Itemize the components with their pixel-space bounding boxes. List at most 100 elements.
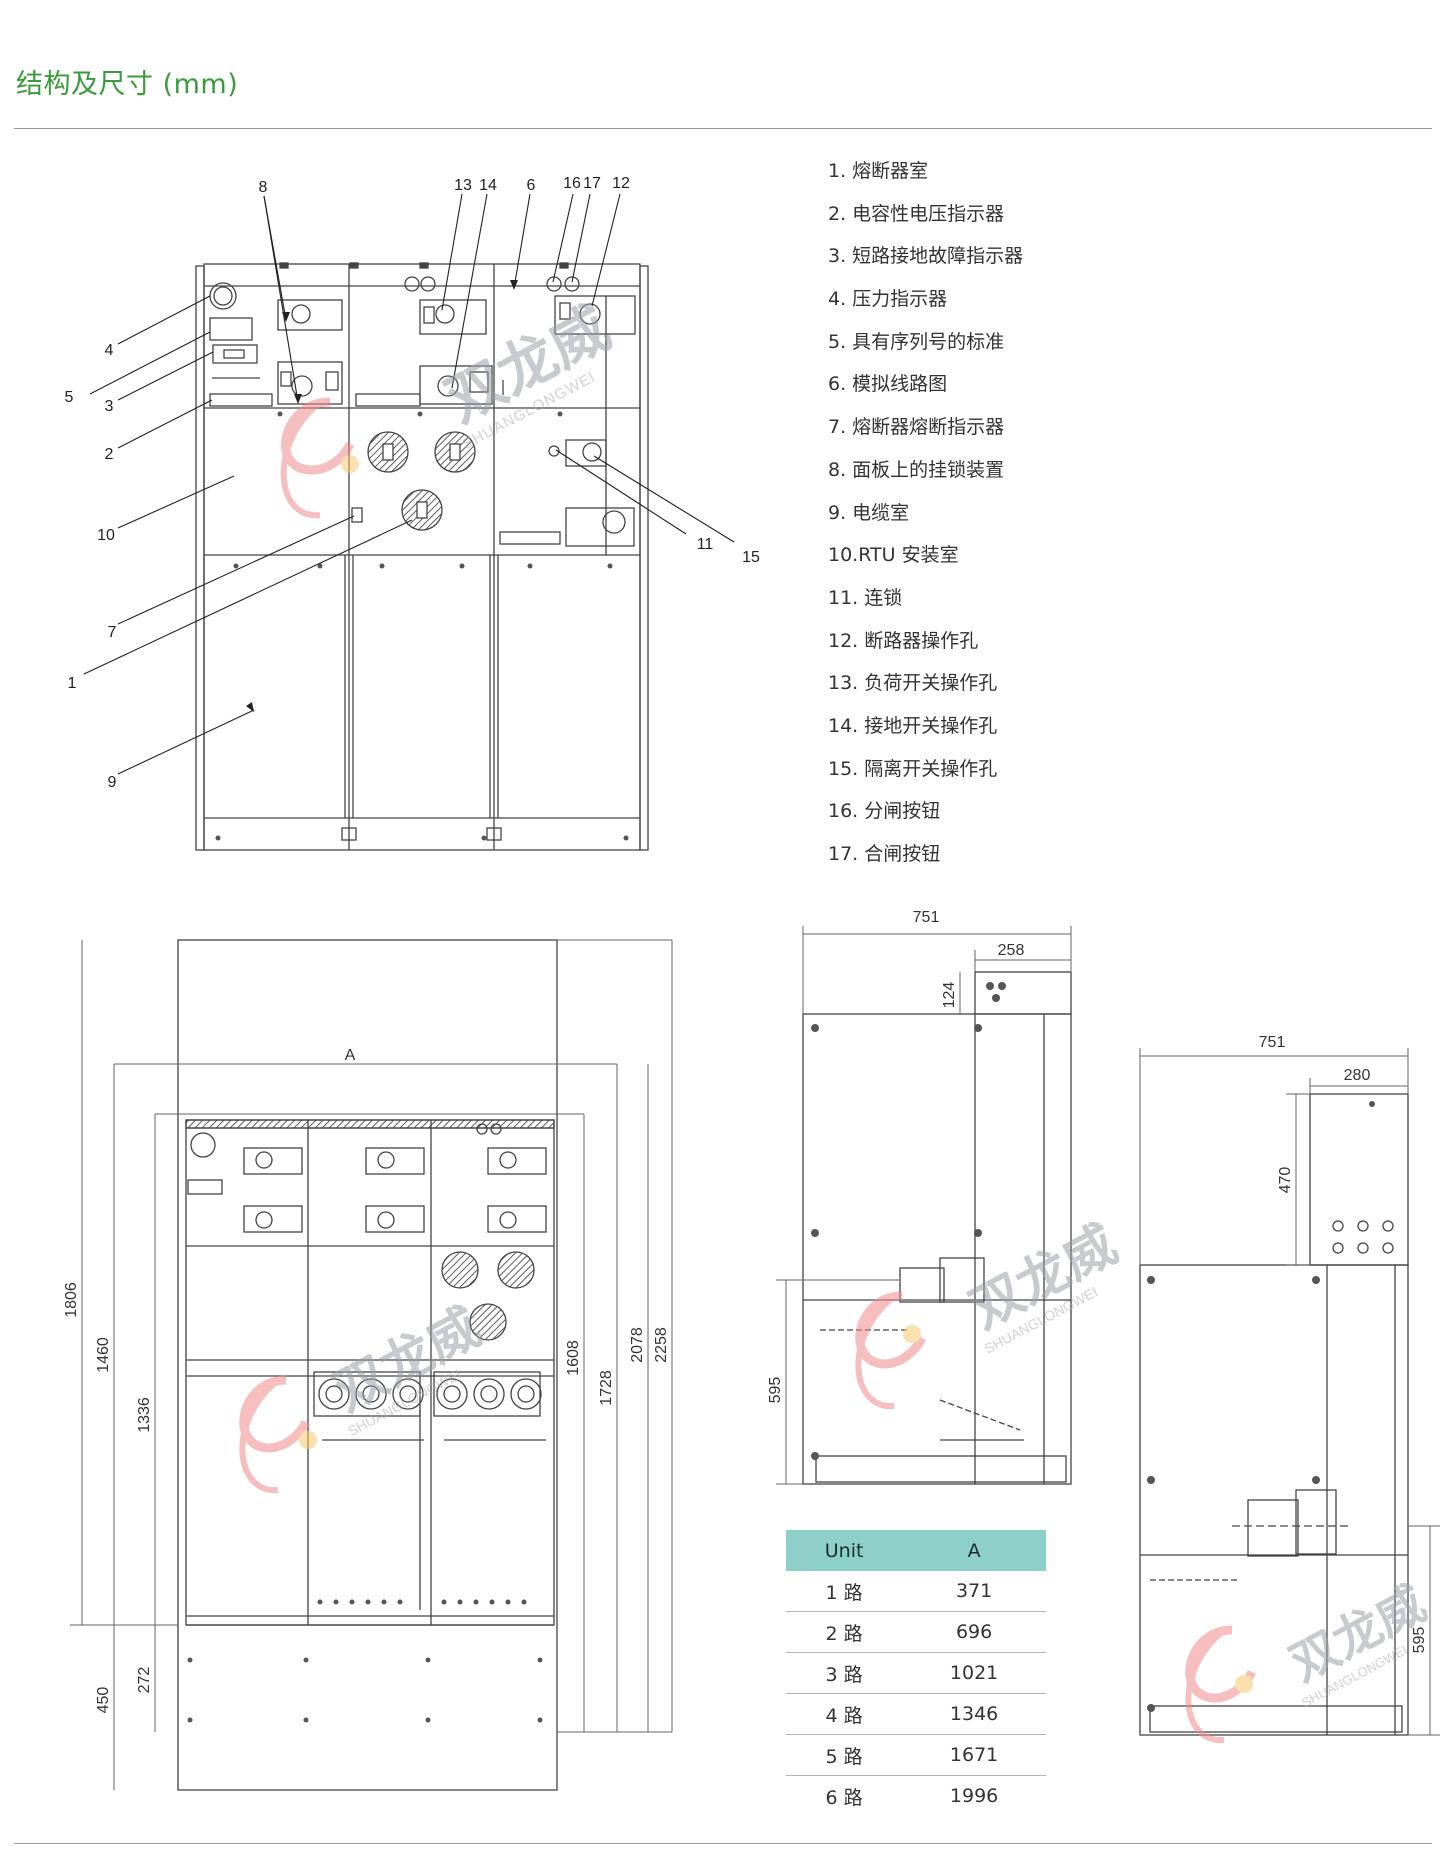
table-cell: 371 [902, 1571, 1046, 1612]
callout-label: 14 [479, 177, 497, 194]
dimension-label: 1336 [136, 1397, 153, 1433]
standard-plate [209, 317, 253, 341]
legend-item: 1. 熔断器室 [828, 160, 929, 182]
top-divider [14, 128, 1432, 129]
callout-label: 6 [527, 177, 536, 194]
fuse-holder-icon [401, 489, 443, 531]
watermark-logo: 双龙威 SHUANGLONGWEI [280, 295, 620, 519]
callout-label: 11 [697, 536, 714, 553]
callout-label: 4 [105, 342, 114, 359]
callout-label: 3 [105, 398, 114, 415]
legend-item: 10.RTU 安装室 [828, 544, 959, 567]
legend-item: 16. 分闸按钮 [828, 800, 941, 823]
table-cell: 1 路 [786, 1571, 903, 1612]
dimension-label: 1728 [598, 1370, 615, 1406]
legend-item: 6. 模拟线路图 [828, 373, 948, 396]
fuse-blown-indicator [351, 507, 363, 523]
dimension-label: 1460 [95, 1337, 112, 1373]
front-dimension-view: A 1806 1460 1336 450 272 1608 1728 2078 … [63, 939, 673, 1791]
fuse-holder-icon [441, 1251, 479, 1289]
fuse-holder-icon [497, 1251, 535, 1289]
side-view-1: 751 258 124 595 双龙威 SHUANGLONGWEI [767, 909, 1126, 1485]
component-legend: 1. 熔断器室 2. 电容性电压指示器 3. 短路接地故障指示器 4. 压力指示… [828, 156, 1023, 882]
side-cabinet-outline [802, 1013, 1072, 1485]
legend-item: 5. 具有序列号的标准 [828, 330, 1005, 353]
table-cell: 2 路 [786, 1611, 903, 1653]
bottom-divider [14, 1843, 1432, 1844]
dimension-label: 1806 [63, 1282, 80, 1318]
legend-item: 2. 电容性电压指示器 [828, 202, 1005, 225]
legend-item: 7. 熔断器熔断指示器 [828, 416, 1005, 439]
dimension-label: 470 [1277, 1167, 1294, 1194]
legend-item: 17. 合闸按钮 [828, 843, 941, 865]
callout-label: 1 [68, 675, 77, 692]
table-row: 4 路 1346 [786, 1693, 1046, 1735]
legend-item: 8. 面板上的挂锁装置 [828, 458, 1005, 481]
table-cell: 4 路 [786, 1693, 903, 1735]
side-cabinet-outline [1139, 1264, 1409, 1736]
dimension-label: 1608 [565, 1340, 582, 1376]
table-cell: 3 路 [786, 1652, 903, 1694]
callout-label: 5 [65, 389, 74, 406]
legend-item: 11. 连锁 [828, 586, 903, 609]
dimension-table: Unit A 1 路 371 2 路 696 3 路 1021 4 路 1346… [786, 1530, 1046, 1816]
dimension-label: 751 [1259, 1034, 1286, 1051]
dimension-label: 280 [1344, 1067, 1371, 1084]
watermark-logo: 双龙威 SHUANGLONGWEI [855, 1215, 1126, 1410]
callout-label: 17 [583, 175, 601, 192]
right-post [639, 265, 649, 851]
outer-outline [177, 939, 558, 1791]
table-cell: 1671 [902, 1734, 1046, 1776]
table-header: A [902, 1530, 1046, 1571]
dimension-label: 450 [95, 1687, 112, 1714]
interlock-icon [548, 445, 560, 457]
callout-label: 15 [742, 549, 760, 566]
dimension-label: 595 [1411, 1627, 1428, 1654]
dimension-label: 751 [913, 909, 940, 926]
fuse-holder-icon [469, 1303, 507, 1341]
fuse-holder-icon [434, 431, 476, 473]
table-row: 1 路 371 [786, 1571, 1046, 1612]
dimension-label: 2258 [653, 1327, 670, 1363]
table-row: 6 路 1996 [786, 1776, 1046, 1817]
callout-label: 2 [105, 446, 114, 463]
callout-label: 10 [97, 527, 115, 544]
table-row: 2 路 696 [786, 1611, 1046, 1653]
fuse-holder-icon [367, 431, 409, 473]
fault-indicator-box [212, 344, 258, 364]
table-row: 5 路 1671 [786, 1734, 1046, 1776]
dimension-lines [776, 926, 1072, 1485]
dimension-label: 272 [136, 1667, 153, 1694]
mimic-diagram-strip [499, 531, 561, 545]
table-header-row: Unit A [786, 1530, 1046, 1571]
page-title: 结构及尺寸 (mm) [16, 69, 239, 100]
dimension-label: 258 [998, 942, 1025, 959]
legend-item: 14. 接地开关操作孔 [828, 714, 998, 737]
legend-item: 12. 断路器操作孔 [828, 629, 979, 652]
dimension-label: 2078 [629, 1327, 646, 1363]
operating-hole-box [277, 361, 343, 405]
table-cell: 5 路 [786, 1734, 903, 1776]
watermark-logo: 双龙威 SHUANGLONGWEI [1185, 1577, 1434, 1744]
left-post [195, 265, 205, 851]
callout-label: 13 [454, 177, 472, 194]
cable-bushings [313, 1371, 542, 1417]
legend-item: 3. 短路接地故障指示器 [828, 245, 1024, 268]
dimension-label: 595 [767, 1377, 784, 1404]
table-cell: 6 路 [825, 1786, 863, 1809]
side-view-2: 751 280 470 595 双龙威 SHUANGLONGWEI [1139, 1034, 1440, 1744]
dimension-label: A [345, 1047, 356, 1064]
dimension-lines [70, 939, 673, 1790]
legend-item: 13. 负荷开关操作孔 [828, 672, 998, 695]
dimension-label: 124 [941, 982, 958, 1009]
callout-label: 12 [612, 175, 630, 192]
callout-leaders [83, 193, 735, 775]
callout-label: 16 [563, 175, 581, 192]
watermark-logo: 双龙威 SHUANGLONGWEI [239, 1298, 490, 1494]
table-cell: 1021 [902, 1652, 1046, 1694]
voltage-indicator-strip [209, 393, 273, 407]
table-row: 3 路 1021 [786, 1652, 1046, 1694]
voltage-indicator-strip [355, 393, 421, 407]
table-cell: 1996 [949, 1785, 999, 1807]
